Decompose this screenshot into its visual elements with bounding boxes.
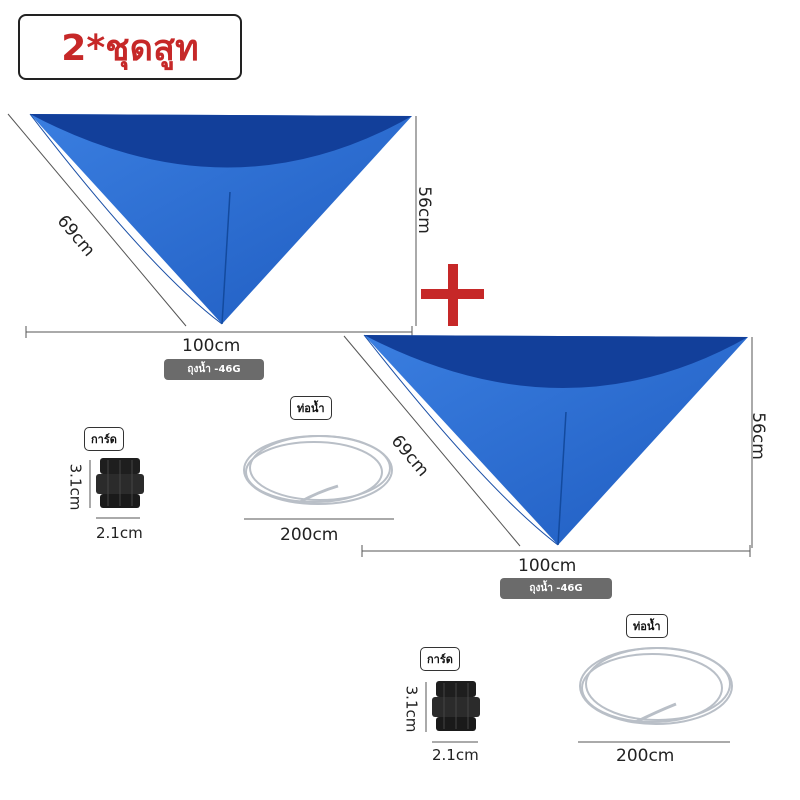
title-text: 2*ชุดสูท <box>61 27 199 69</box>
set-b-pipe-tag: ท่อน้ำ <box>626 614 668 638</box>
drain-bag-a <box>29 113 412 325</box>
set-b-gland-tag: การ์ด <box>420 647 460 671</box>
dim-line-b-side <box>343 335 521 547</box>
set-a-gland-tag: การ์ด <box>84 427 124 451</box>
set-b-width-label: 100cm <box>518 556 577 576</box>
set-b-height-label: 56cm <box>747 412 768 460</box>
set-b-gland-width: 2.1cm <box>432 746 479 764</box>
drain-bag-b <box>363 334 748 546</box>
set-a-width-label: 100cm <box>182 336 241 356</box>
dim-line-a-side <box>7 113 187 327</box>
cable-gland-a-icon <box>96 458 144 508</box>
set-a-gland-height: 3.1cm <box>66 463 85 511</box>
water-pipe-b-icon <box>579 647 733 725</box>
set-a-bag-badge: ถุงน้ำ -46G <box>164 359 264 380</box>
set-a-pipe-length: 200cm <box>280 525 339 545</box>
cable-gland-b-icon <box>432 681 480 731</box>
set-a-pipe-tag: ท่อน้ำ <box>290 396 332 420</box>
set-a-gland-width: 2.1cm <box>96 524 143 542</box>
set-b-bag-badge: ถุงน้ำ -46G <box>500 578 612 599</box>
plus-icon <box>421 264 484 326</box>
set-a-height-label: 56cm <box>413 186 434 234</box>
set-b-pipe-length: 200cm <box>616 746 675 766</box>
water-pipe-a-icon <box>243 435 393 505</box>
title-box: 2*ชุดสูท <box>18 14 242 80</box>
set-b-gland-height: 3.1cm <box>402 685 421 733</box>
